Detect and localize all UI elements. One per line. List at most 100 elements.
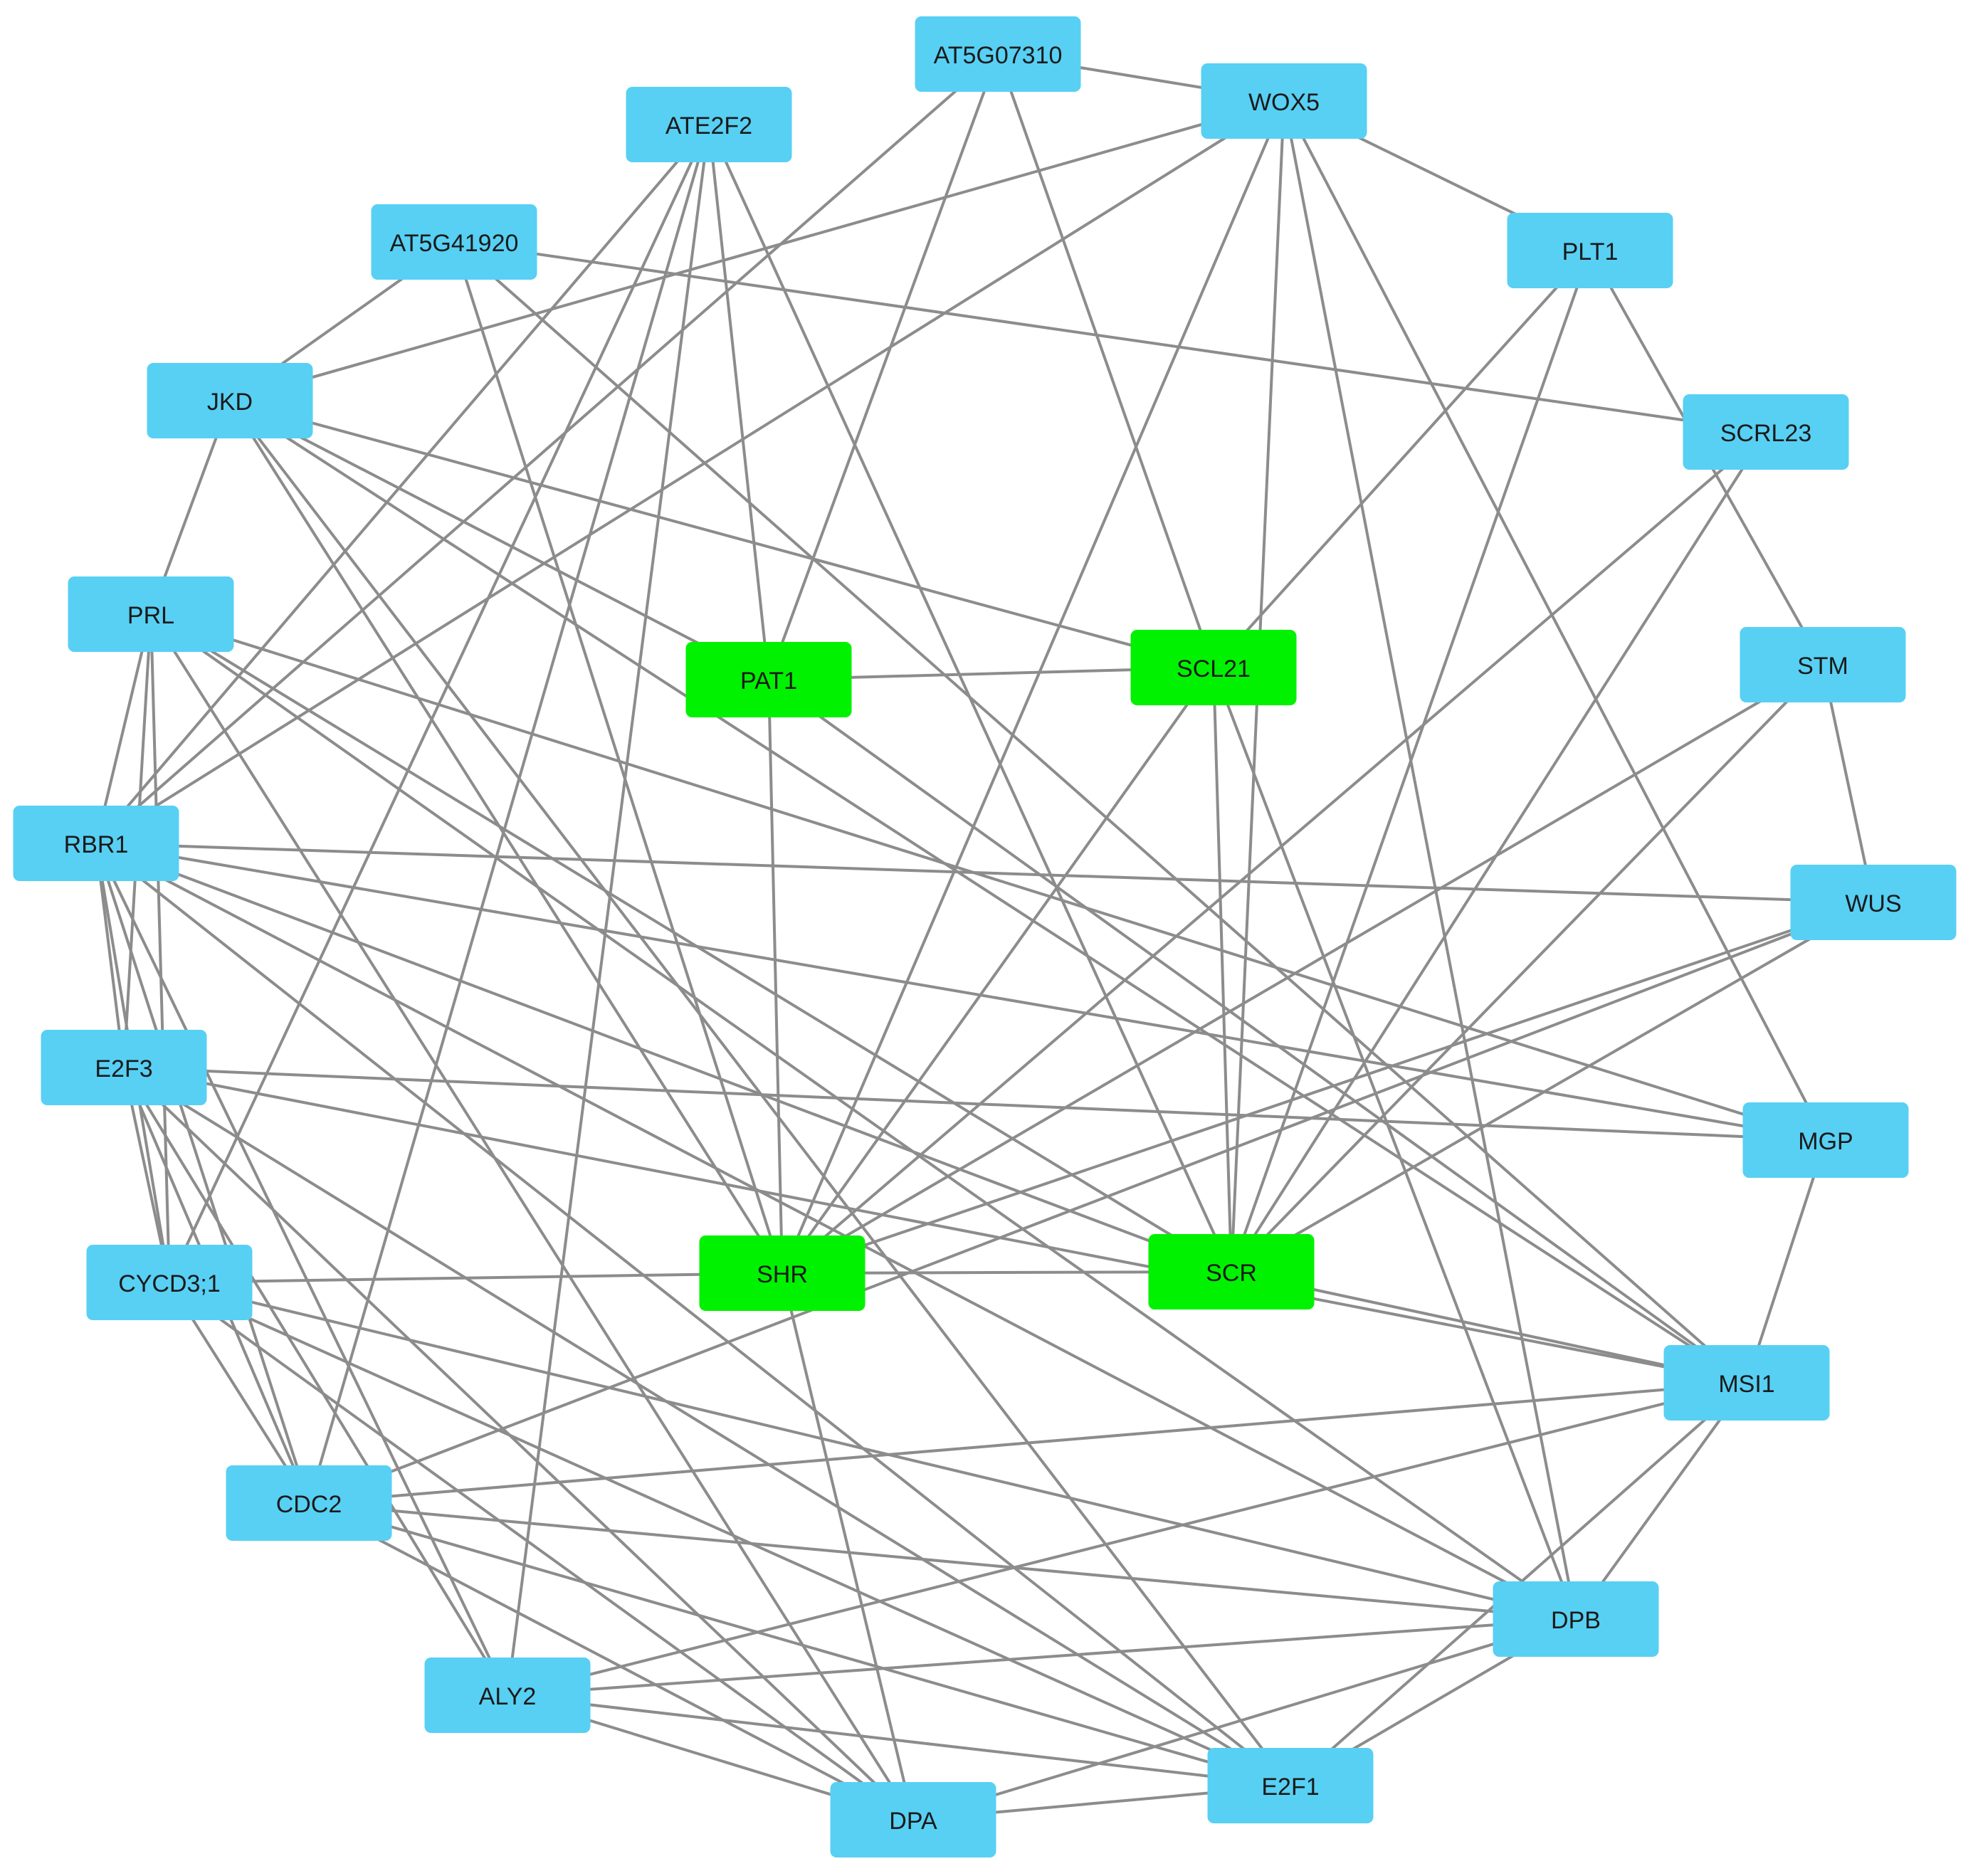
edge-mgp-msi1 <box>1745 1139 1827 1384</box>
node-jkd[interactable]: JKD <box>147 363 313 438</box>
node-plt1[interactable]: PLT1 <box>1507 213 1673 288</box>
node-box-shr <box>699 1235 866 1311</box>
edge-cdc2-dpb <box>308 1502 1577 1621</box>
node-e2f1[interactable]: E2F1 <box>1207 1748 1374 1823</box>
edge-plt1-scl21 <box>1212 249 1591 669</box>
edge-at5g07310-pat1 <box>767 53 999 680</box>
edge-rbr1-mgp <box>95 842 1826 1142</box>
node-label-pat1: PAT1 <box>740 668 797 695</box>
edge-pat1-msi1 <box>767 678 1748 1384</box>
node-box-dpb <box>1493 1581 1659 1657</box>
node-scrl23[interactable]: SCRL23 <box>1683 394 1849 470</box>
node-mgp[interactable]: MGP <box>1742 1102 1909 1178</box>
node-label-scr: SCR <box>1206 1260 1257 1287</box>
edge-rbr1-cdc2 <box>95 843 310 1504</box>
node-dpa[interactable]: DPA <box>830 1782 996 1857</box>
node-cycd31[interactable]: CYCD3;1 <box>86 1245 253 1320</box>
edge-e2f3-e2f1 <box>122 1066 1292 1787</box>
node-box-scrl23 <box>1683 394 1849 470</box>
edge-stm-shr <box>781 663 1824 1275</box>
node-box-cdc2 <box>226 1465 392 1541</box>
node-label-aly2: ALY2 <box>479 1683 537 1710</box>
edge-wus-scr <box>1231 901 1874 1273</box>
node-label-mgp: MGP <box>1798 1128 1853 1155</box>
edge-wox5-dpb <box>1283 100 1577 1620</box>
node-label-e2f3: E2F3 <box>95 1055 152 1082</box>
edge-cdc2-dpa <box>308 1502 914 1821</box>
node-label-ate2f2: ATE2F2 <box>665 112 752 139</box>
edge-cycd31-e2f1 <box>169 1281 1291 1787</box>
node-box-e2f1 <box>1207 1748 1374 1823</box>
node-label-stm: STM <box>1797 653 1848 680</box>
node-at5g07310[interactable]: AT5G07310 <box>915 16 1081 92</box>
edge-wus-shr <box>782 901 1874 1275</box>
edge-prl-scr <box>149 613 1233 1273</box>
edge-wox5-shr <box>781 100 1285 1274</box>
edge-cycd31-dpb <box>169 1281 1577 1621</box>
edge-dpb-aly2 <box>507 1618 1577 1697</box>
node-wus[interactable]: WUS <box>1790 865 1957 940</box>
node-cdc2[interactable]: CDC2 <box>226 1465 392 1541</box>
edge-at5g41920-scrl23 <box>453 241 1767 433</box>
node-box-at5g41920 <box>371 204 537 280</box>
node-label-e2f1: E2F1 <box>1261 1774 1319 1801</box>
edge-scl21-scr <box>1212 667 1233 1272</box>
node-label-prl: PRL <box>127 602 174 629</box>
node-label-scl21: SCL21 <box>1177 655 1251 683</box>
node-at5g41920[interactable]: AT5G41920 <box>371 204 537 280</box>
node-box-wus <box>1790 865 1957 940</box>
edge-msi1-dpb <box>1574 1381 1748 1621</box>
edge-jkd-shr <box>228 399 784 1275</box>
node-box-ate2f2 <box>626 87 792 162</box>
node-box-scl21 <box>1130 630 1297 705</box>
node-box-dpa <box>830 1782 996 1857</box>
node-scl21[interactable]: SCL21 <box>1130 630 1297 705</box>
node-prl[interactable]: PRL <box>68 576 234 652</box>
node-label-scrl23: SCRL23 <box>1720 420 1812 447</box>
edge-dpb-dpa <box>912 1618 1577 1821</box>
node-dpb[interactable]: DPB <box>1493 1581 1659 1657</box>
node-rbr1[interactable]: RBR1 <box>13 806 179 881</box>
edge-aly2-e2f1 <box>507 1694 1291 1787</box>
node-box-aly2 <box>424 1658 591 1733</box>
edge-scl21-shr <box>781 666 1215 1275</box>
node-label-cdc2: CDC2 <box>276 1491 342 1518</box>
node-shr[interactable]: SHR <box>699 1235 866 1311</box>
node-pat1[interactable]: PAT1 <box>685 642 852 717</box>
node-e2f3[interactable]: E2F3 <box>41 1030 207 1105</box>
node-scr[interactable]: SCR <box>1148 1234 1315 1309</box>
edge-scrl23-shr <box>781 431 1767 1275</box>
node-box-msi1 <box>1663 1345 1830 1421</box>
node-box-e2f3 <box>41 1030 207 1105</box>
node-ate2f2[interactable]: ATE2F2 <box>626 87 792 162</box>
node-aly2[interactable]: ALY2 <box>424 1658 591 1733</box>
edge-e2f3-mgp <box>123 1066 1826 1142</box>
node-label-cycd31: CYCD3;1 <box>118 1270 221 1297</box>
edge-ate2f2-rbr1 <box>95 123 710 845</box>
node-label-rbr1: RBR1 <box>64 831 129 858</box>
edge-shr-dpa <box>781 1272 915 1820</box>
node-wox5[interactable]: WOX5 <box>1201 63 1367 139</box>
node-label-shr: SHR <box>757 1261 808 1288</box>
edge-layer <box>95 53 1875 1821</box>
node-box-cycd31 <box>86 1245 253 1320</box>
edge-jkd-scl21 <box>229 399 1214 669</box>
edge-cdc2-e2f1 <box>308 1502 1291 1787</box>
edge-ate2f2-pat1 <box>707 124 770 680</box>
edge-at5g07310-scl21 <box>996 53 1215 668</box>
edge-wox5-rbr1 <box>95 100 1285 845</box>
edge-pat1-shr <box>767 679 784 1274</box>
edge-prl-mgp <box>150 613 1826 1142</box>
edge-at5g41920-shr <box>453 241 784 1274</box>
edge-at5g41920-msi1 <box>453 241 1748 1384</box>
node-label-msi1: MSI1 <box>1718 1371 1774 1398</box>
node-msi1[interactable]: MSI1 <box>1663 1345 1830 1421</box>
node-box-stm <box>1740 627 1906 702</box>
edge-wox5-jkd <box>229 100 1285 402</box>
node-stm[interactable]: STM <box>1740 627 1906 702</box>
edge-rbr1-e2f1 <box>95 842 1292 1787</box>
node-label-at5g07310: AT5G07310 <box>934 42 1063 69</box>
edge-msi1-cdc2 <box>308 1381 1747 1505</box>
edge-rbr1-scr <box>95 842 1232 1273</box>
